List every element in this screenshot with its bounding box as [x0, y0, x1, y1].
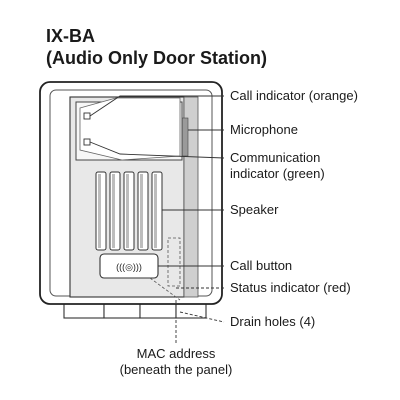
- drain-hole-hint: [149, 277, 181, 301]
- callout-call-indicator: Call indicator (orange): [230, 88, 358, 103]
- indicator-window-glass: [79, 97, 181, 161]
- status-indicator: [167, 237, 181, 287]
- callout-status-indicator: Status indicator (red): [230, 280, 351, 295]
- call-indicator-led: [83, 112, 91, 120]
- device-model-title: IX-BA: [46, 26, 95, 46]
- caption-beneath-panel: (beneath the panel): [119, 362, 233, 377]
- device-description-title: (Audio Only Door Station): [46, 48, 267, 68]
- call-button-symbol: (((◎))): [116, 262, 142, 272]
- caption-mac-address: MAC address: [136, 346, 216, 361]
- communication-indicator-led: [83, 138, 91, 146]
- callout-communication-indicator-line2: indicator (green): [230, 166, 325, 181]
- leader-lines: [89, 95, 225, 344]
- callout-drain-holes: Drain holes (4): [230, 314, 316, 329]
- microphone-slot: [181, 117, 189, 157]
- callout-microphone: Microphone: [230, 122, 298, 137]
- callout-speaker: Speaker: [230, 202, 279, 217]
- callout-call-button: Call button: [230, 258, 293, 273]
- callout-communication-indicator-line1: Communication: [230, 150, 321, 165]
